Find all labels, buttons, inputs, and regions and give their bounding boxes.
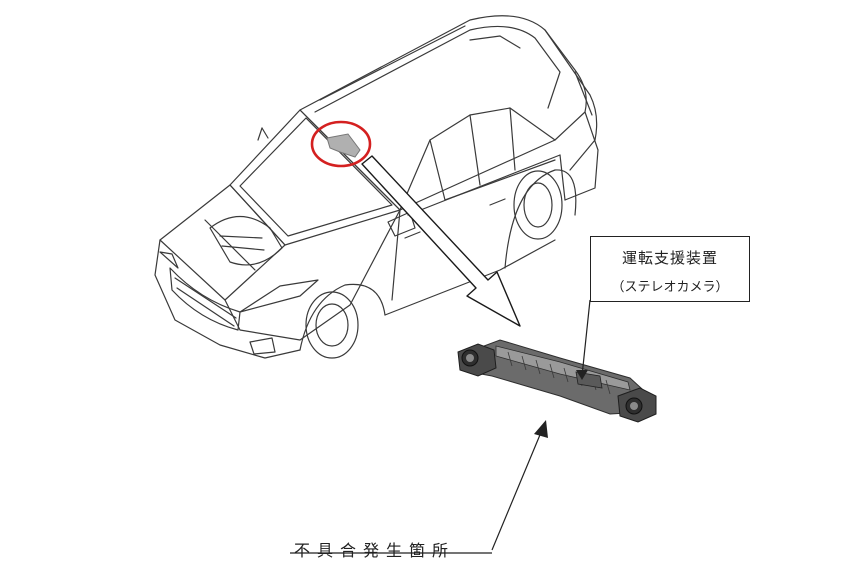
label-leader-line	[581, 299, 591, 377]
camera-location-marker	[310, 120, 372, 168]
car-hood	[159, 184, 286, 301]
stereo-camera-part	[457, 339, 657, 423]
defect-pointer-arrow	[290, 420, 548, 554]
label-leader-arrowhead	[576, 370, 588, 380]
car-drawing	[154, 15, 599, 359]
component-label-subtitle: （ステレオカメラ）	[611, 280, 729, 295]
component-label-title: 運転支援装置	[621, 249, 718, 267]
zoom-arrow	[361, 155, 521, 327]
car-roof	[299, 15, 587, 211]
highlight-circle	[310, 120, 372, 168]
component-label-box: 運転支援装置 （ステレオカメラ）	[590, 236, 750, 302]
defect-location-label: 不具合発生箇所	[294, 541, 456, 560]
